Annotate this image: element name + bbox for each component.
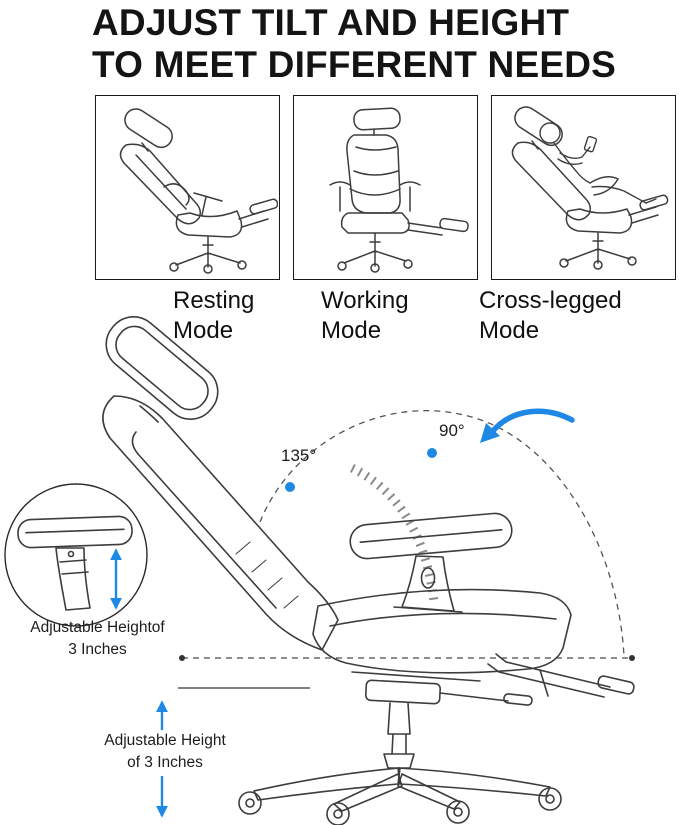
angle-label-135: 135° xyxy=(281,446,317,465)
seat xyxy=(312,588,572,674)
mode-cross-legged-label: Cross-legged Mode xyxy=(479,286,676,346)
armrest xyxy=(349,512,513,613)
mode-working-label: Working Mode xyxy=(321,286,478,346)
footrest-folded xyxy=(487,653,635,698)
tilt-dot-135 xyxy=(285,482,295,492)
main-diagram-area xyxy=(0,310,679,825)
working-chair-icon xyxy=(328,107,469,273)
base xyxy=(238,767,562,825)
armrest-height-note-line2: 3 Inches xyxy=(68,640,127,658)
mode-resting-box xyxy=(95,95,280,280)
resting-chair-icon xyxy=(119,107,278,274)
page-title-line1: ADJUST TILT AND HEIGHT xyxy=(92,2,570,43)
mode-resting-label: Resting Mode xyxy=(173,286,280,346)
mode-working: Working Mode xyxy=(293,95,478,346)
tilt-dot-90 xyxy=(427,448,437,458)
mode-thumbnails-row: Resting Mode xyxy=(95,95,676,346)
mode-cross-legged-label-line2: Mode xyxy=(479,317,540,345)
mode-cross-legged-label-line1: Cross-legged xyxy=(479,287,622,314)
mode-working-box xyxy=(293,95,478,280)
mode-resting: Resting Mode xyxy=(95,95,280,346)
seat-height-note-line1: Adjustable Height xyxy=(104,732,226,749)
chair-line-art xyxy=(102,316,635,825)
mode-cross-legged-box xyxy=(491,95,676,280)
armrest-height-note: Adjustable Heightof 3 Inches xyxy=(5,617,190,660)
armrest-inset-circle xyxy=(4,483,148,627)
page-title-line2: TO MEET DIFFERENT NEEDS xyxy=(92,44,617,86)
gas-cylinder xyxy=(383,702,415,769)
mode-working-label-line2: Mode xyxy=(321,317,382,345)
seat-height-note-line2: of 3 Inches xyxy=(127,753,203,771)
seat-mechanism xyxy=(351,671,533,706)
mode-working-label-line1: Working xyxy=(321,287,409,314)
cross-legged-chair-icon xyxy=(511,105,668,270)
headrest xyxy=(105,316,219,420)
angle-label-90: 90° xyxy=(439,421,465,440)
tilt-range-arc xyxy=(259,410,625,657)
mode-resting-label-line2: Mode xyxy=(173,317,234,345)
mode-resting-label-line1: Resting xyxy=(173,287,255,314)
tilt-blue-arrow xyxy=(480,408,575,443)
seat-level-dashed-line xyxy=(179,655,635,661)
mode-cross-legged: Cross-legged Mode xyxy=(479,95,676,346)
main-chair-diagram xyxy=(4,316,635,825)
seat-height-note: Adjustable Height of 3 Inches xyxy=(85,730,245,774)
person-figure xyxy=(538,121,657,204)
page-title: ADJUST TILT AND HEIGHT TO MEET DIFFERENT… xyxy=(92,2,616,86)
armrest-height-note-line1: Adjustable Heightof xyxy=(30,619,165,636)
